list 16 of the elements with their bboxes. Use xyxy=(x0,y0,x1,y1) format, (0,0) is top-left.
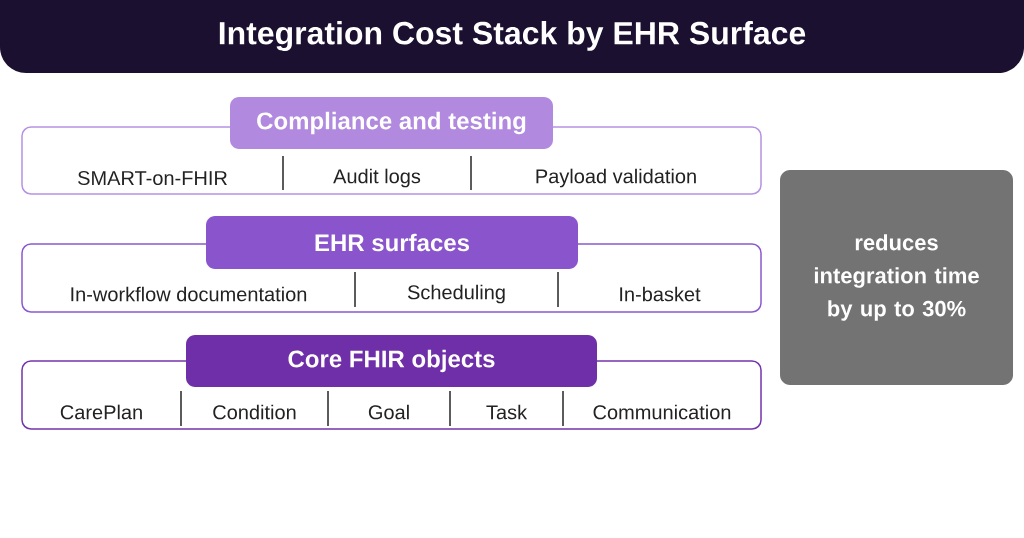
header-tab: Core FHIR objects xyxy=(186,335,597,387)
item-label: In-workflow documentation xyxy=(71,286,307,302)
item-label: Scheduling xyxy=(407,284,505,304)
item-label: Payload validation xyxy=(536,168,696,188)
item-label: Task xyxy=(486,404,528,420)
item-label: Audit logs xyxy=(333,168,421,188)
item-label: CarePlan xyxy=(60,404,142,420)
header-tab: Compliance and testing xyxy=(230,97,553,149)
item-label: In-basket xyxy=(620,286,701,302)
callout-box: reduces integration time by up to 30% xyxy=(780,170,1013,385)
header-tab: EHR surfaces xyxy=(206,216,578,269)
item-label: SMART-on-FHIR xyxy=(78,170,227,186)
item-label: Goal xyxy=(368,404,409,420)
title-banner: Integration Cost Stack by EHR Surface xyxy=(0,0,1024,73)
item-label: Communication xyxy=(593,404,731,420)
item-label: Condition xyxy=(213,404,296,420)
